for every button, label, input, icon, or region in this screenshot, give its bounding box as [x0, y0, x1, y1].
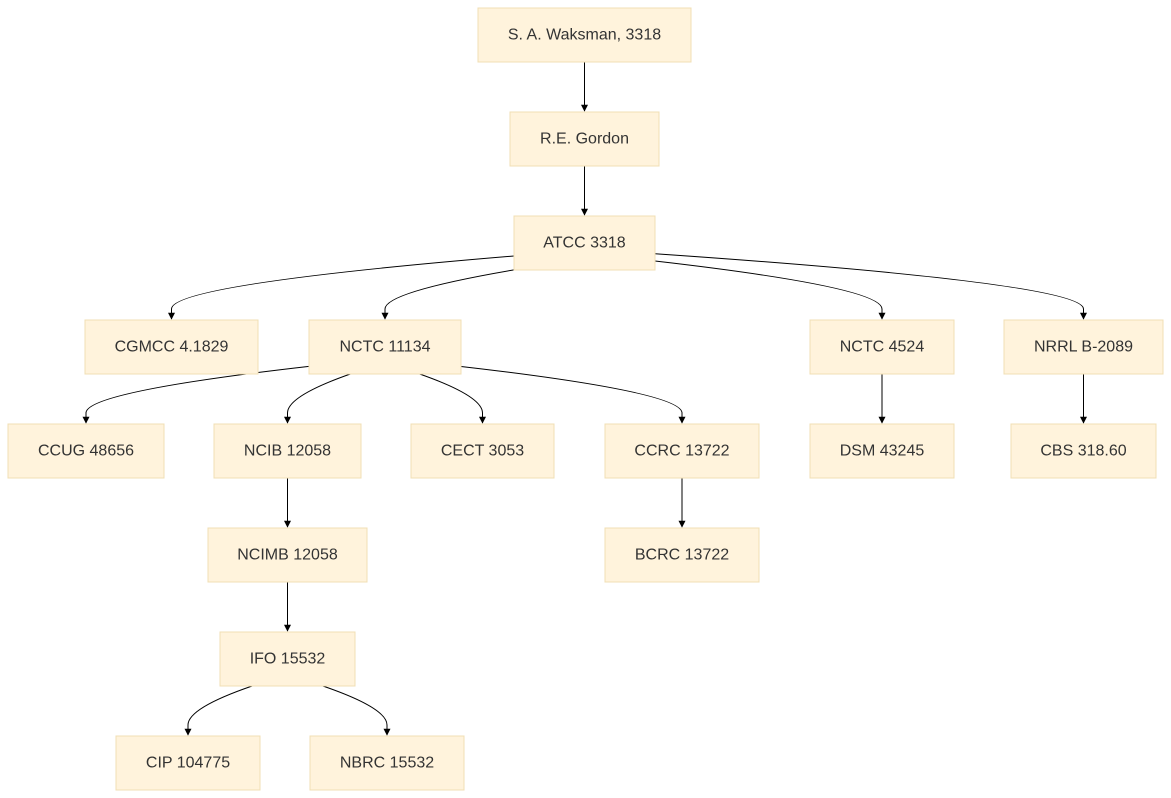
- node-label: NCIB 12058: [244, 443, 331, 460]
- node-label: NCTC 4524: [840, 339, 925, 356]
- node-bcrc: BCRC 13722: [604, 527, 760, 583]
- edge-nctc11134-to-ccug: [82, 365, 310, 424]
- node-nctc11134: NCTC 11134: [308, 319, 462, 375]
- node-atcc: ATCC 3318: [513, 215, 656, 271]
- node-nrrl: NRRL B-2089: [1003, 319, 1164, 375]
- node-label: CIP 104775: [146, 755, 230, 772]
- node-box: [410, 423, 555, 479]
- node-label: IFO 15532: [250, 651, 326, 668]
- node-box: [7, 423, 165, 479]
- node-box: [809, 319, 955, 375]
- node-gordon: R.E. Gordon: [509, 111, 660, 167]
- node-nctc4524: NCTC 4524: [809, 319, 955, 375]
- node-ifo: IFO 15532: [219, 631, 356, 687]
- node-dsm: DSM 43245: [809, 423, 955, 479]
- node-label: BCRC 13722: [635, 547, 729, 564]
- node-box: [309, 735, 465, 791]
- edges-layer: [82, 62, 1087, 736]
- node-box: [308, 319, 462, 375]
- edge-nctc11134-to-ncib: [284, 373, 351, 424]
- node-label: S. A. Waksman, 3318: [508, 27, 661, 44]
- edge-nctc11134-to-ccrc: [460, 365, 686, 424]
- node-cgmcc: CGMCC 4.1829: [84, 319, 259, 375]
- edge-nctc11134-to-cect: [419, 373, 486, 424]
- node-box: [509, 111, 660, 167]
- node-label: CGMCC 4.1829: [115, 339, 229, 356]
- edge-atcc-to-nctc4524: [654, 260, 886, 320]
- node-label: CBS 318.60: [1040, 443, 1126, 460]
- node-box: [477, 7, 692, 63]
- node-box: [84, 319, 259, 375]
- node-label: ATCC 3318: [543, 235, 626, 252]
- node-box: [604, 423, 760, 479]
- node-label: R.E. Gordon: [540, 131, 629, 148]
- node-label: CCUG 48656: [38, 443, 134, 460]
- edge-ifo-to-nbrc: [322, 685, 391, 736]
- node-cect: CECT 3053: [410, 423, 555, 479]
- node-label: NCTC 11134: [340, 339, 431, 356]
- node-label: DSM 43245: [840, 443, 925, 460]
- node-box: [604, 527, 760, 583]
- node-box: [1003, 319, 1164, 375]
- node-label: CCRC 13722: [634, 443, 729, 460]
- node-ncimb: NCIMB 12058: [207, 527, 368, 583]
- node-cip: CIP 104775: [115, 735, 261, 791]
- node-box: [219, 631, 356, 687]
- edge-ifo-to-cip: [184, 685, 253, 736]
- node-box: [513, 215, 656, 271]
- edge-atcc-to-nctc11134: [381, 269, 515, 320]
- node-cbs: CBS 318.60: [1010, 423, 1157, 479]
- node-label: CECT 3053: [441, 443, 524, 460]
- node-label: NBRC 15532: [340, 755, 434, 772]
- node-box: [213, 423, 362, 479]
- node-label: NCIMB 12058: [237, 547, 338, 564]
- edge-atcc-to-nrrl: [654, 253, 1087, 320]
- node-nbrc: NBRC 15532: [309, 735, 465, 791]
- node-ncib: NCIB 12058: [213, 423, 362, 479]
- node-box: [809, 423, 955, 479]
- node-box: [115, 735, 261, 791]
- edge-atcc-to-cgmcc: [168, 255, 515, 320]
- node-waksman: S. A. Waksman, 3318: [477, 7, 692, 63]
- node-box: [207, 527, 368, 583]
- node-ccug: CCUG 48656: [7, 423, 165, 479]
- node-ccrc: CCRC 13722: [604, 423, 760, 479]
- node-box: [1010, 423, 1157, 479]
- node-label: NRRL B-2089: [1034, 339, 1133, 356]
